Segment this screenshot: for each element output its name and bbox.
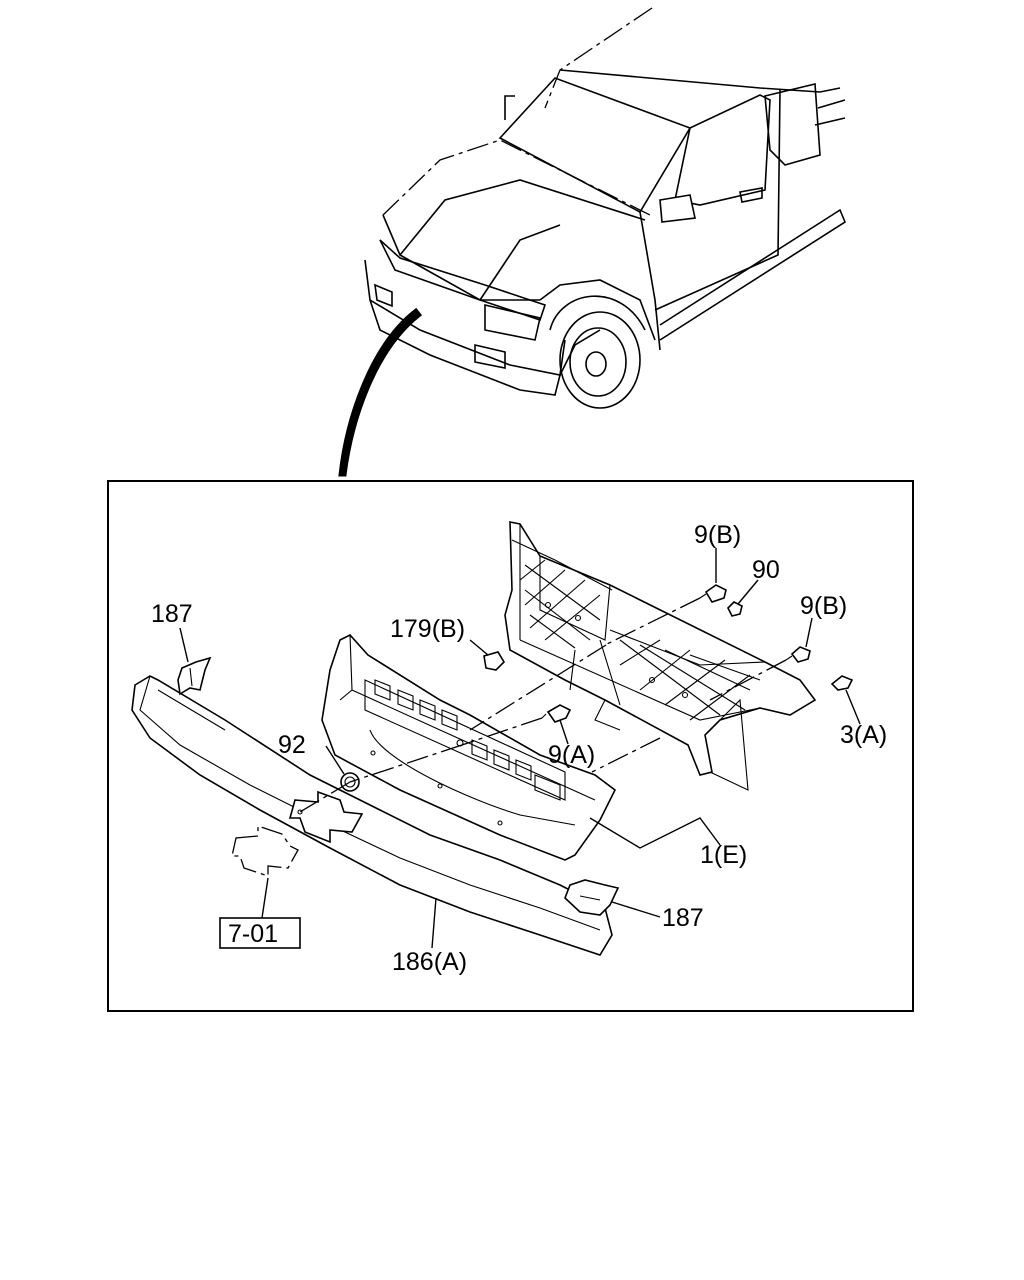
- bracket-187-right: [564, 879, 620, 916]
- label-9a: 9(A): [548, 741, 595, 769]
- fastener-9b-top: [699, 584, 727, 603]
- label-7-01: 7-01: [228, 920, 278, 948]
- truck-illustration: [364, 7, 846, 409]
- label-9b-top: 9(B): [694, 521, 741, 549]
- fastener-9a: [541, 704, 572, 723]
- label-3a: 3(A): [840, 721, 887, 749]
- grille-frame-part: [504, 521, 817, 791]
- fastener-179b-clip: [483, 651, 506, 671]
- grille-part: [321, 634, 617, 861]
- callout-pointer: [338, 307, 423, 477]
- label-92: 92: [278, 731, 306, 759]
- label-179b: 179(B): [390, 615, 465, 643]
- reference-box-7-01: [219, 917, 301, 949]
- label-90: 90: [752, 556, 780, 584]
- leader-lines: [179, 548, 861, 949]
- bracket-187-left: [177, 656, 212, 696]
- label-187-right: 187: [662, 904, 704, 932]
- fastener-9b-right: [785, 646, 811, 663]
- bumper-garnish-part: [131, 675, 613, 956]
- callout-labels: 9(B) 90 9(B) 187 179(B) 92 9(A) 3(A) 1(E…: [151, 521, 887, 976]
- label-186a: 186(A): [392, 948, 467, 976]
- detail-frame: [107, 480, 914, 1012]
- bowtie-emblem-part: [231, 825, 299, 877]
- fastener-3a: [830, 675, 854, 691]
- fastener-90-nut: [727, 601, 743, 617]
- label-187-left: 187: [151, 600, 193, 628]
- label-1e: 1(E): [700, 841, 747, 869]
- label-9b-right: 9(B): [800, 592, 847, 620]
